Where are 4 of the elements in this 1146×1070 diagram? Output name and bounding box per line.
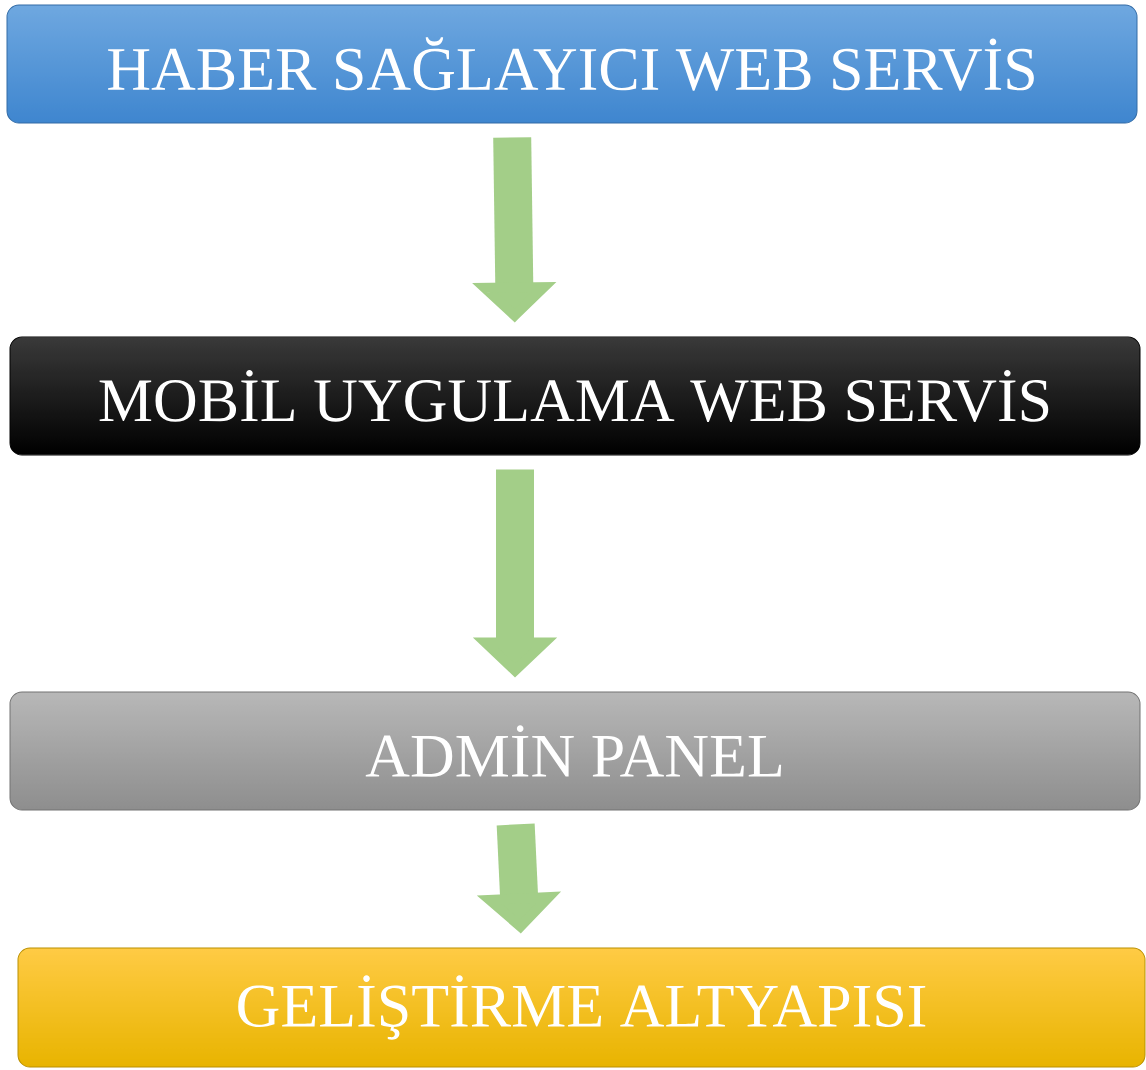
process-box: HABER SAĞLAYICI WEB SERVİS	[6, 4, 1138, 124]
process-box: ADMİN PANEL	[9, 691, 1141, 811]
process-box: MOBİL UYGULAMA WEB SERVİS	[9, 336, 1141, 456]
process-box: GELİŞTİRME ALTYAPISI	[17, 947, 1146, 1068]
